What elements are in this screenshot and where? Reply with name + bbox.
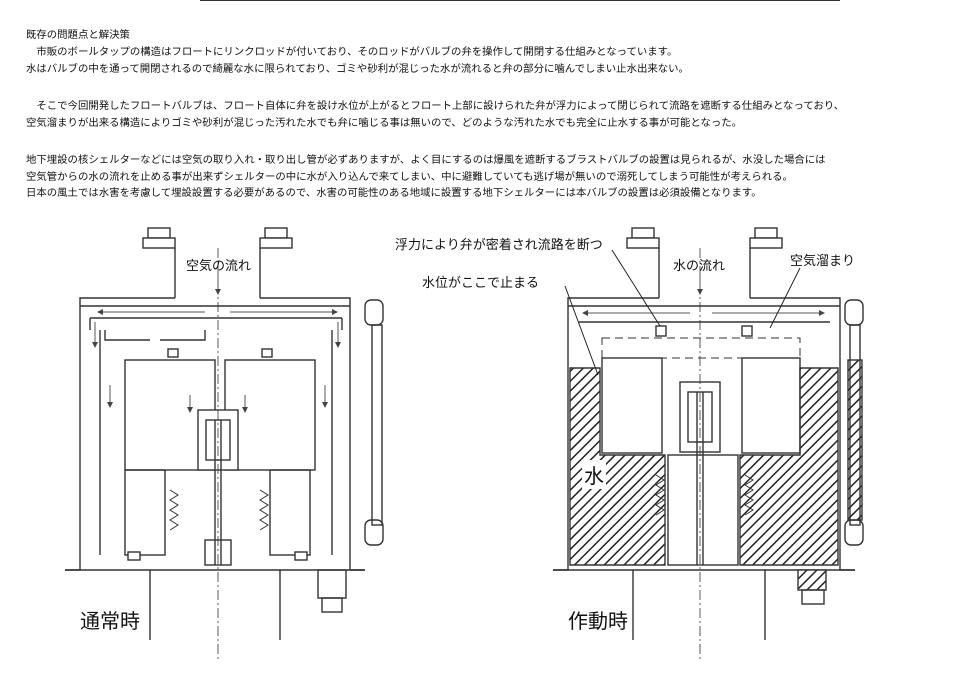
paragraph-line: 空気管からの水の流れを止める事が出来ずシェルターの中に水が入り込んで来てしまい、… [26,170,793,183]
paragraph-line: そこで今回開発したフロートバルブは、フロート自体に弁を設け水位が上がるとフロート… [26,100,845,112]
paragraph-line: 水はバルブの中を通って開閉されるので綺麗な水に限られており、ゴミや砂利が混じった… [26,62,689,75]
paragraph-3: 地下埋設の核シェルターなどには空気の取り入れ・取り出し管が必ずありますが、よく目… [26,152,826,202]
normal-state-label: 通常時 [80,609,140,633]
air-flow-label: 空気の流れ [186,259,252,274]
flange [264,227,288,239]
water-flow-label: 水の流れ [673,259,726,274]
paragraph-line: 日本の風土では水害を考慮して埋設設置する必要があるので、水害の可能性のある地域に… [26,187,762,199]
valve-closes-label: 浮力により弁が密着され流路を断つ [395,238,603,253]
water-area [569,367,666,566]
paragraph-line: 市販のボールタップの構造はフロートにリンクロッドが付いており、そのロッドがバルブ… [26,46,678,58]
paragraph-line: 地下埋設の核シェルターなどには空気の取り入れ・取り出し管が必ずありますが、よく目… [26,154,826,166]
paragraph-line: 空気溜まりが出来る構造によりゴミや砂利が混じった汚れた水でも弁に噛じる事は無いの… [26,116,743,129]
paragraph-1: 市販のボールタップの構造はフロートにリンクロッドが付いており、そのロッドがバルブ… [26,44,689,77]
top-rule [200,0,840,1]
water-level-label: 水位がここで止まる [422,276,540,291]
section-heading: 既存の問題点と解決策 [26,29,130,41]
diagram-operating [553,227,864,660]
operating-state-label: 作動時 [568,609,628,633]
diagram-normal [65,227,384,660]
paragraph-2: そこで今回開発したフロートバルブは、フロート自体に弁を設け水位が上がるとフロート… [26,98,844,131]
flange [147,227,171,239]
air-pocket-label: 空気溜まり [790,254,856,269]
water-label: 水 [582,460,606,489]
